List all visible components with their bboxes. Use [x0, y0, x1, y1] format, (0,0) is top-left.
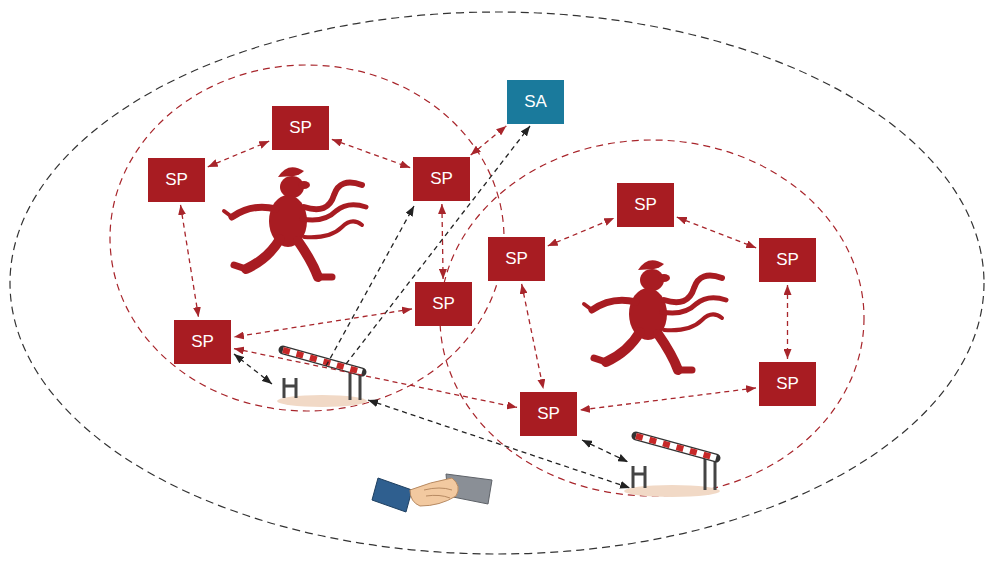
trust-link [471, 126, 507, 155]
node-label: SP [432, 294, 455, 314]
service-box: SP [413, 157, 470, 201]
service-box: SP [617, 183, 674, 227]
trust-link [208, 141, 269, 167]
trust-link [787, 285, 788, 359]
trust-link [181, 205, 199, 317]
node-label: SP [191, 332, 214, 352]
domain-boundary [440, 140, 864, 496]
devil-figure [584, 260, 726, 370]
node-label: SA [524, 92, 547, 112]
handshake-illustration [372, 474, 492, 512]
barrier-gate [277, 350, 367, 407]
node-label: SP [776, 250, 799, 270]
service-box: SP [174, 320, 231, 364]
node-label: SP [430, 169, 453, 189]
service-box: SP [415, 282, 472, 326]
barrier-gate [624, 436, 720, 497]
devil-figure [224, 167, 366, 277]
service-box: SP [759, 362, 816, 406]
node-label: SP [537, 404, 560, 424]
trust-link [234, 349, 517, 408]
trust-link [332, 139, 410, 167]
trust-link [442, 204, 443, 279]
service-box: SP [488, 237, 545, 281]
trust-link [234, 309, 412, 337]
service-box: SP [759, 238, 816, 282]
node-label: SP [165, 170, 188, 190]
domain-boundary [110, 65, 504, 411]
trust-link [522, 284, 544, 389]
access-link [234, 126, 630, 488]
service-box: SP [148, 158, 205, 202]
trust-link [548, 218, 614, 246]
node-label: SP [634, 195, 657, 215]
node-label: SP [505, 249, 528, 269]
node-label: SP [289, 118, 312, 138]
service-box: SP [272, 106, 329, 150]
node-label: SP [776, 374, 799, 394]
outer-boundary [10, 12, 984, 554]
trust-link [580, 388, 756, 410]
service-box: SA [507, 80, 564, 124]
trust-link [677, 217, 756, 248]
service-box: SP [520, 392, 577, 436]
